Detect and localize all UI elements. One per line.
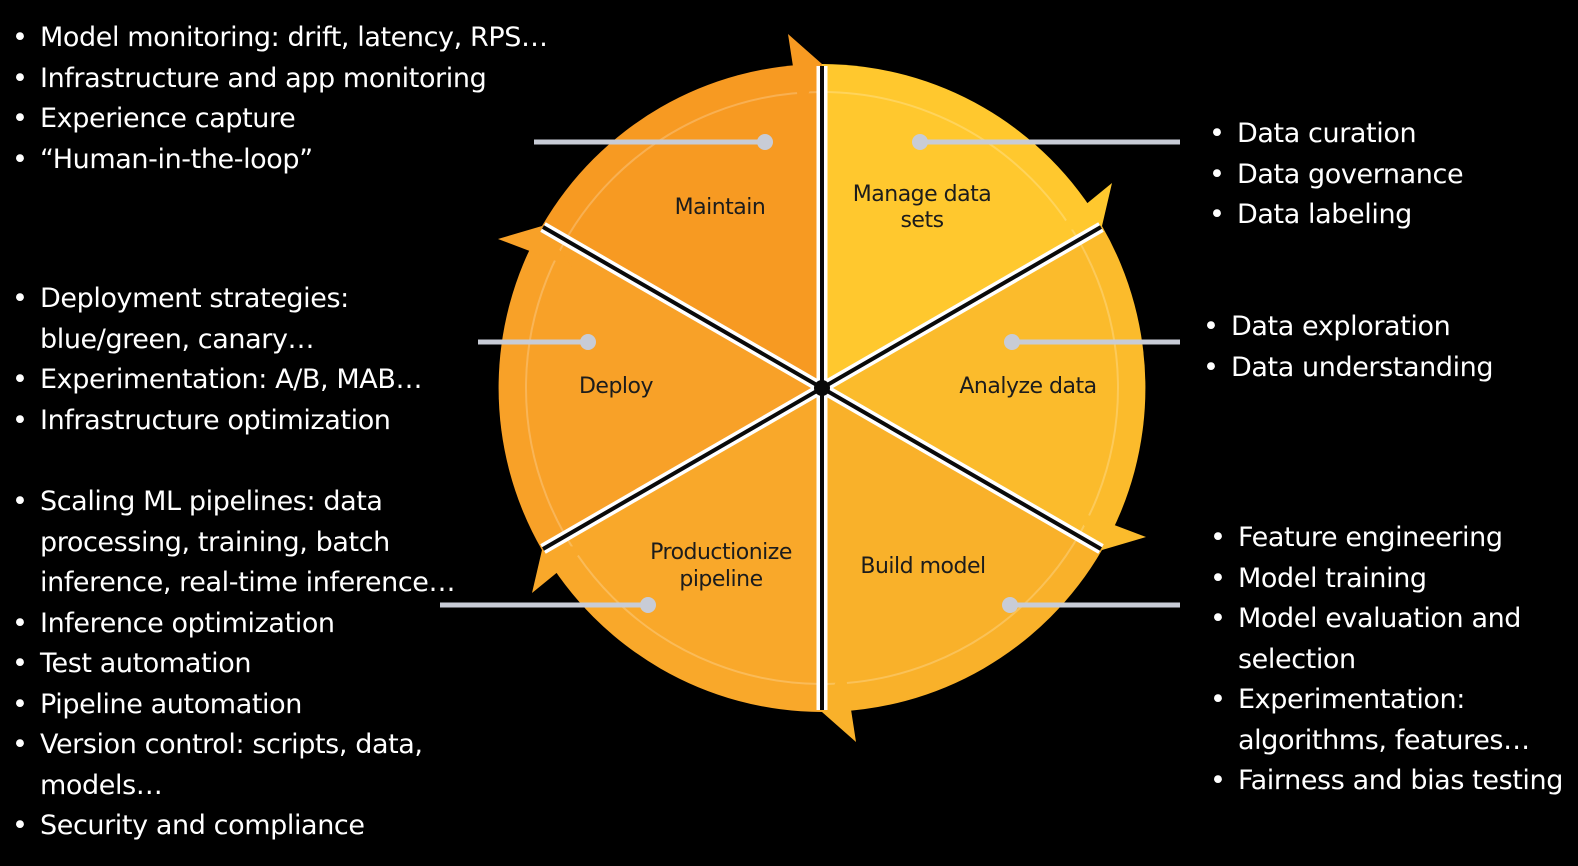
list-item: Test automation	[12, 644, 455, 685]
list-item: Data governance	[1209, 155, 1464, 196]
analyze-data-segment	[822, 226, 1146, 550]
deploy-segment	[498, 226, 822, 550]
list-item: Inference optimization	[12, 604, 455, 645]
deploy-label: Deploy	[579, 374, 654, 399]
productionize-pipeline-label: Productionize	[650, 540, 792, 565]
arrow-head-maintain-to-manage	[788, 34, 822, 112]
arrow-head-productionize-to-deploy	[532, 544, 592, 593]
list-item: Infrastructure optimization	[12, 401, 422, 442]
build-model-label: Build model	[860, 554, 985, 579]
list-item: “Human-in-the-loop”	[12, 140, 548, 181]
list-item: Data labeling	[1209, 195, 1463, 236]
analyze-data-details-list: Data exploration Data understanding	[1203, 307, 1494, 389]
list-item: Feature engineering	[1210, 518, 1563, 559]
arrow-head-deploy-to-maintain	[498, 226, 572, 267]
list-item: Infrastructure and app monitoring	[12, 59, 548, 100]
list-item: Security and compliance	[12, 806, 455, 847]
arrow-head-build-to-productionize	[822, 664, 856, 742]
deploy-details-list: Deployment strategies:blue/green, canary…	[12, 279, 422, 441]
productionize-pipeline-label-line2: pipeline	[679, 567, 762, 592]
build-model-details-list: Feature engineering Model training Model…	[1210, 518, 1563, 802]
segment-dividers	[540, 66, 1104, 710]
list-item: Model monitoring: drift, latency, RPS…	[12, 18, 548, 59]
manage-data-sets-details-list: Data curation Data governance Data label…	[1209, 114, 1464, 236]
maintain-details-list: Model monitoring: drift, latency, RPS… I…	[12, 18, 548, 180]
list-item: Experience capture	[12, 99, 548, 140]
manage-data-sets-label: Manage data	[853, 182, 991, 207]
list-item: Experimentation:algorithms, features…	[1210, 680, 1563, 761]
manage-data-sets-segment	[822, 64, 1102, 388]
productionize-pipeline-segment	[542, 388, 822, 712]
list-item: Pipeline automation	[12, 685, 455, 726]
connector-dot-manage	[912, 134, 928, 150]
connector-dot-build	[1002, 597, 1018, 613]
list-item: Data exploration	[1203, 307, 1493, 348]
list-item: Version control: scripts, data,models…	[12, 725, 455, 806]
connector-dot-analyze	[1004, 334, 1020, 350]
list-item: Deployment strategies:blue/green, canary…	[12, 279, 422, 360]
list-item: Data curation	[1209, 114, 1463, 155]
maintain-label: Maintain	[675, 195, 766, 220]
list-item: Fairness and bias testing	[1210, 761, 1563, 802]
list-item: Data understanding	[1203, 348, 1494, 389]
arrow-head-manage-to-analyze	[1052, 183, 1112, 232]
list-item: Experimentation: A/B, MAB…	[12, 360, 422, 401]
connector-dot-productionize	[640, 597, 656, 613]
connectors	[440, 134, 1180, 613]
center-hub	[814, 380, 830, 396]
build-model-segment	[822, 388, 1102, 712]
connector-dot-maintain	[757, 134, 773, 150]
maintain-segment	[542, 64, 822, 388]
manage-data-sets-label-line2: sets	[900, 208, 943, 233]
arrow-head-analyze-to-build	[1072, 509, 1146, 550]
analyze-data-label: Analyze data	[959, 374, 1096, 399]
connector-dot-deploy	[580, 334, 596, 350]
list-item: Model training	[1210, 559, 1563, 600]
